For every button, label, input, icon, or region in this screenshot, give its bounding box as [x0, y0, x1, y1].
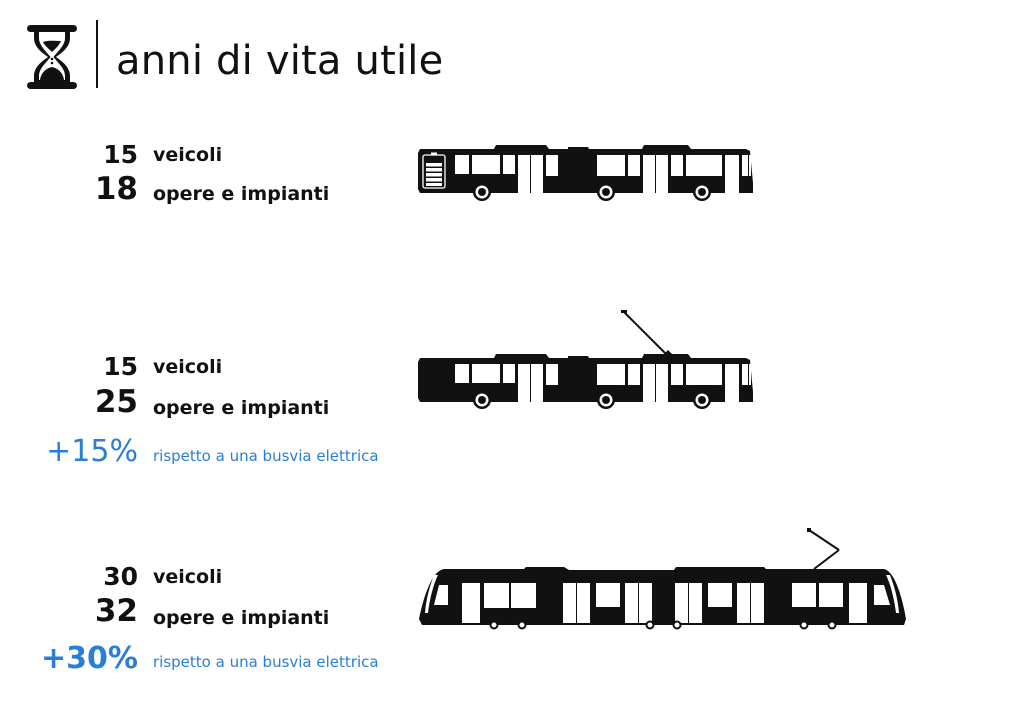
infrastructure-years-value: 25 [94, 384, 138, 420]
page-title: anni di vita utile [116, 38, 444, 84]
infrastructure-label: opere e impianti [153, 183, 330, 205]
title-divider [96, 20, 98, 88]
tram-icon [414, 525, 910, 637]
battery-bus-icon [416, 143, 756, 207]
infrastructure-years-value: 32 [94, 593, 138, 629]
infrastructure-label: opere e impianti [153, 607, 330, 629]
comparison-label: rispetto a una busvia elettrica [153, 653, 379, 671]
hourglass-icon [26, 24, 78, 90]
comparison-label: rispetto a una busvia elettrica [153, 447, 379, 465]
vehicles-label: veicoli [153, 566, 223, 588]
vehicles-years-value: 15 [103, 352, 138, 381]
vehicles-years-value: 15 [103, 140, 138, 169]
infrastructure-years-value: 18 [94, 171, 138, 207]
vehicles-years-value: 30 [103, 562, 138, 591]
vehicles-label: veicoli [153, 144, 223, 166]
increase-percentage: +30% [41, 641, 138, 676]
infrastructure-label: opere e impianti [153, 397, 330, 419]
trolleybus-icon [416, 308, 756, 416]
increase-percentage: +15% [46, 434, 138, 469]
vehicles-label: veicoli [153, 356, 223, 378]
